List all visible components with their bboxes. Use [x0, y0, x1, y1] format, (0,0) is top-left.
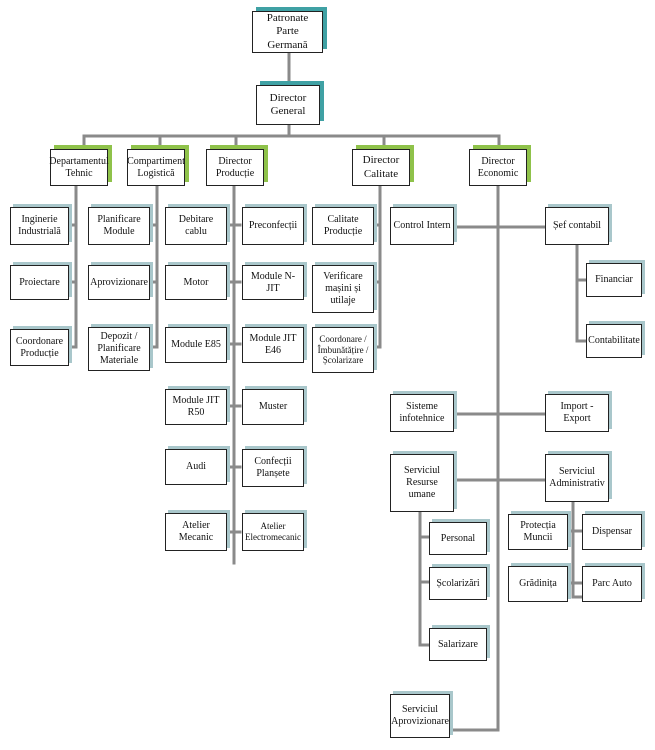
node-financiar: Financiar [586, 263, 642, 297]
node-atelier-mecanic: Atelier Mecanic [165, 513, 227, 551]
node-scolarizari: Școlarizări [429, 567, 487, 600]
node-coordonare-productie: Coordonare Producție [10, 329, 69, 366]
node-contabilitate: Contabilitate [586, 324, 642, 358]
node-serviciul-resurse-umane: Serviciul Resurse umane [390, 454, 454, 512]
node-motor: Motor [165, 265, 227, 300]
node-aprovizionare: Aprovizionare [88, 265, 150, 300]
node-module-jit-r50: Module JIT R50 [165, 389, 227, 425]
node-proiectare: Proiectare [10, 265, 69, 300]
node-module-e85: Module E85 [165, 327, 227, 363]
node-control-intern: Control Intern [390, 207, 454, 245]
node-salarizare: Salarizare [429, 628, 487, 661]
node-sef-contabil: Șef contabil [545, 207, 609, 245]
node-planificare-module: Planificare Module [88, 207, 150, 245]
node-departamentul-tehnic: Departamentul Tehnic [49, 149, 109, 186]
node-sisteme-infotehnice: Sisteme infotehnice [390, 394, 454, 432]
node-verificare-masini: Verificare mașini și utilaje [312, 265, 374, 313]
node-module-jit-e46: Module JIT E46 [242, 327, 304, 363]
node-debitare-cablu: Debitare cablu [165, 207, 227, 245]
node-audi: Audi [165, 449, 227, 485]
node-director-economic: Director Economic [469, 149, 527, 186]
node-depozit-planificare-materiale: Depozit / Planificare Materiale [88, 327, 150, 371]
node-parc-auto: Parc Auto [582, 566, 642, 602]
node-atelier-electromecanic: Atelier Electromecanic [242, 513, 304, 551]
node-patronat: Patronate Parte Germană [252, 11, 323, 53]
node-serviciul-administrativ: Serviciul Administrativ [545, 454, 609, 502]
node-serviciul-aprovizionare: Serviciul Aprovizionare [390, 694, 450, 738]
node-personal: Personal [429, 522, 487, 555]
node-confectii-plansete: Confecții Planșete [242, 449, 304, 487]
node-director-general: Director General [256, 85, 320, 125]
node-import-export: Import - Export [545, 394, 609, 432]
node-gradinita: Grădinița [508, 566, 568, 602]
node-director-productie: Director Producție [206, 149, 264, 186]
node-dispensar: Dispensar [582, 514, 642, 550]
node-compartiment-logistica: Compartiment Logistică [127, 149, 185, 186]
node-protectia-muncii: Protecția Muncii [508, 514, 568, 550]
node-module-n-jit: Module N-JIT [242, 265, 304, 300]
node-preconfectii: Preconfecții [242, 207, 304, 245]
node-muster: Muster [242, 389, 304, 425]
node-director-calitate: Director Calitate [352, 149, 410, 186]
node-inginerie-industriala: Inginerie Industrială [10, 207, 69, 245]
node-calitate-productie: Calitate Producție [312, 207, 374, 245]
node-coordonare-scolarizare: Coordonare / Îmbunătățire / Școlarizare [312, 327, 374, 373]
